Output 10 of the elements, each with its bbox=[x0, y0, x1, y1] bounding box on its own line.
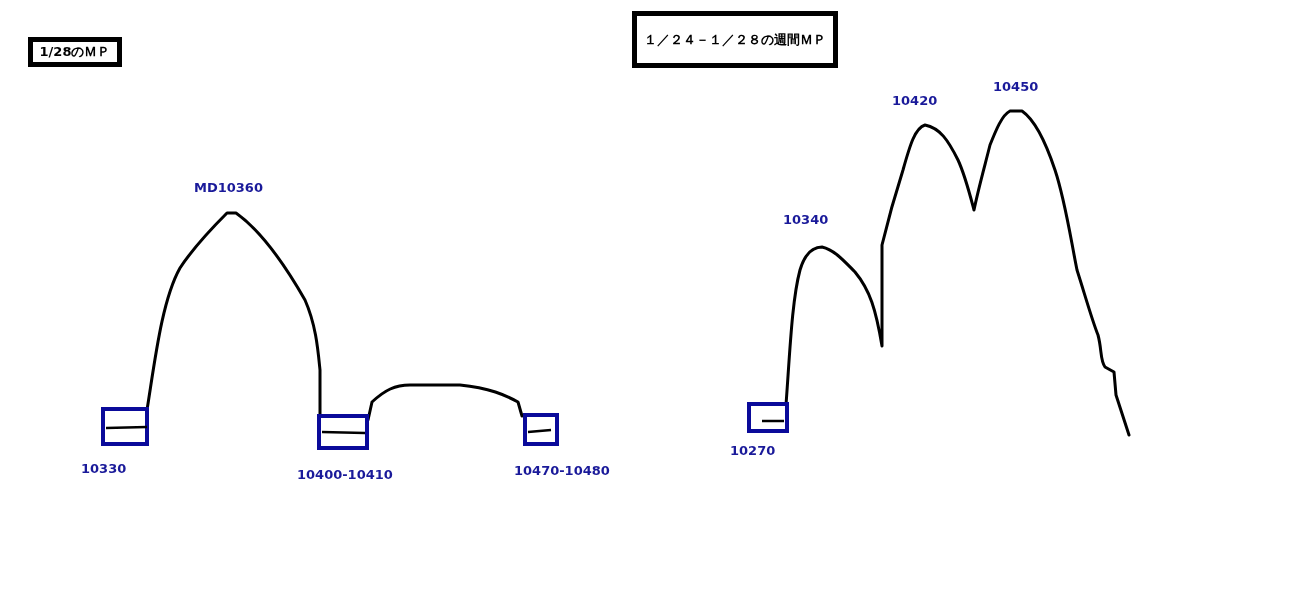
price-label: MD10360 bbox=[194, 180, 263, 195]
price-label: 10420 bbox=[892, 93, 938, 108]
price-label: 10470-10480 bbox=[514, 463, 610, 478]
price-label: 10330 bbox=[81, 461, 127, 476]
title-box: １／２４－１／２８の週間ＭＰ bbox=[632, 11, 838, 68]
price-label: 10400-10410 bbox=[297, 467, 393, 482]
price-label: 10270 bbox=[730, 443, 776, 458]
price-label: 10450 bbox=[993, 79, 1039, 94]
title-box: 1/28のＭＰ bbox=[28, 37, 122, 67]
price-label: 10340 bbox=[783, 212, 829, 227]
